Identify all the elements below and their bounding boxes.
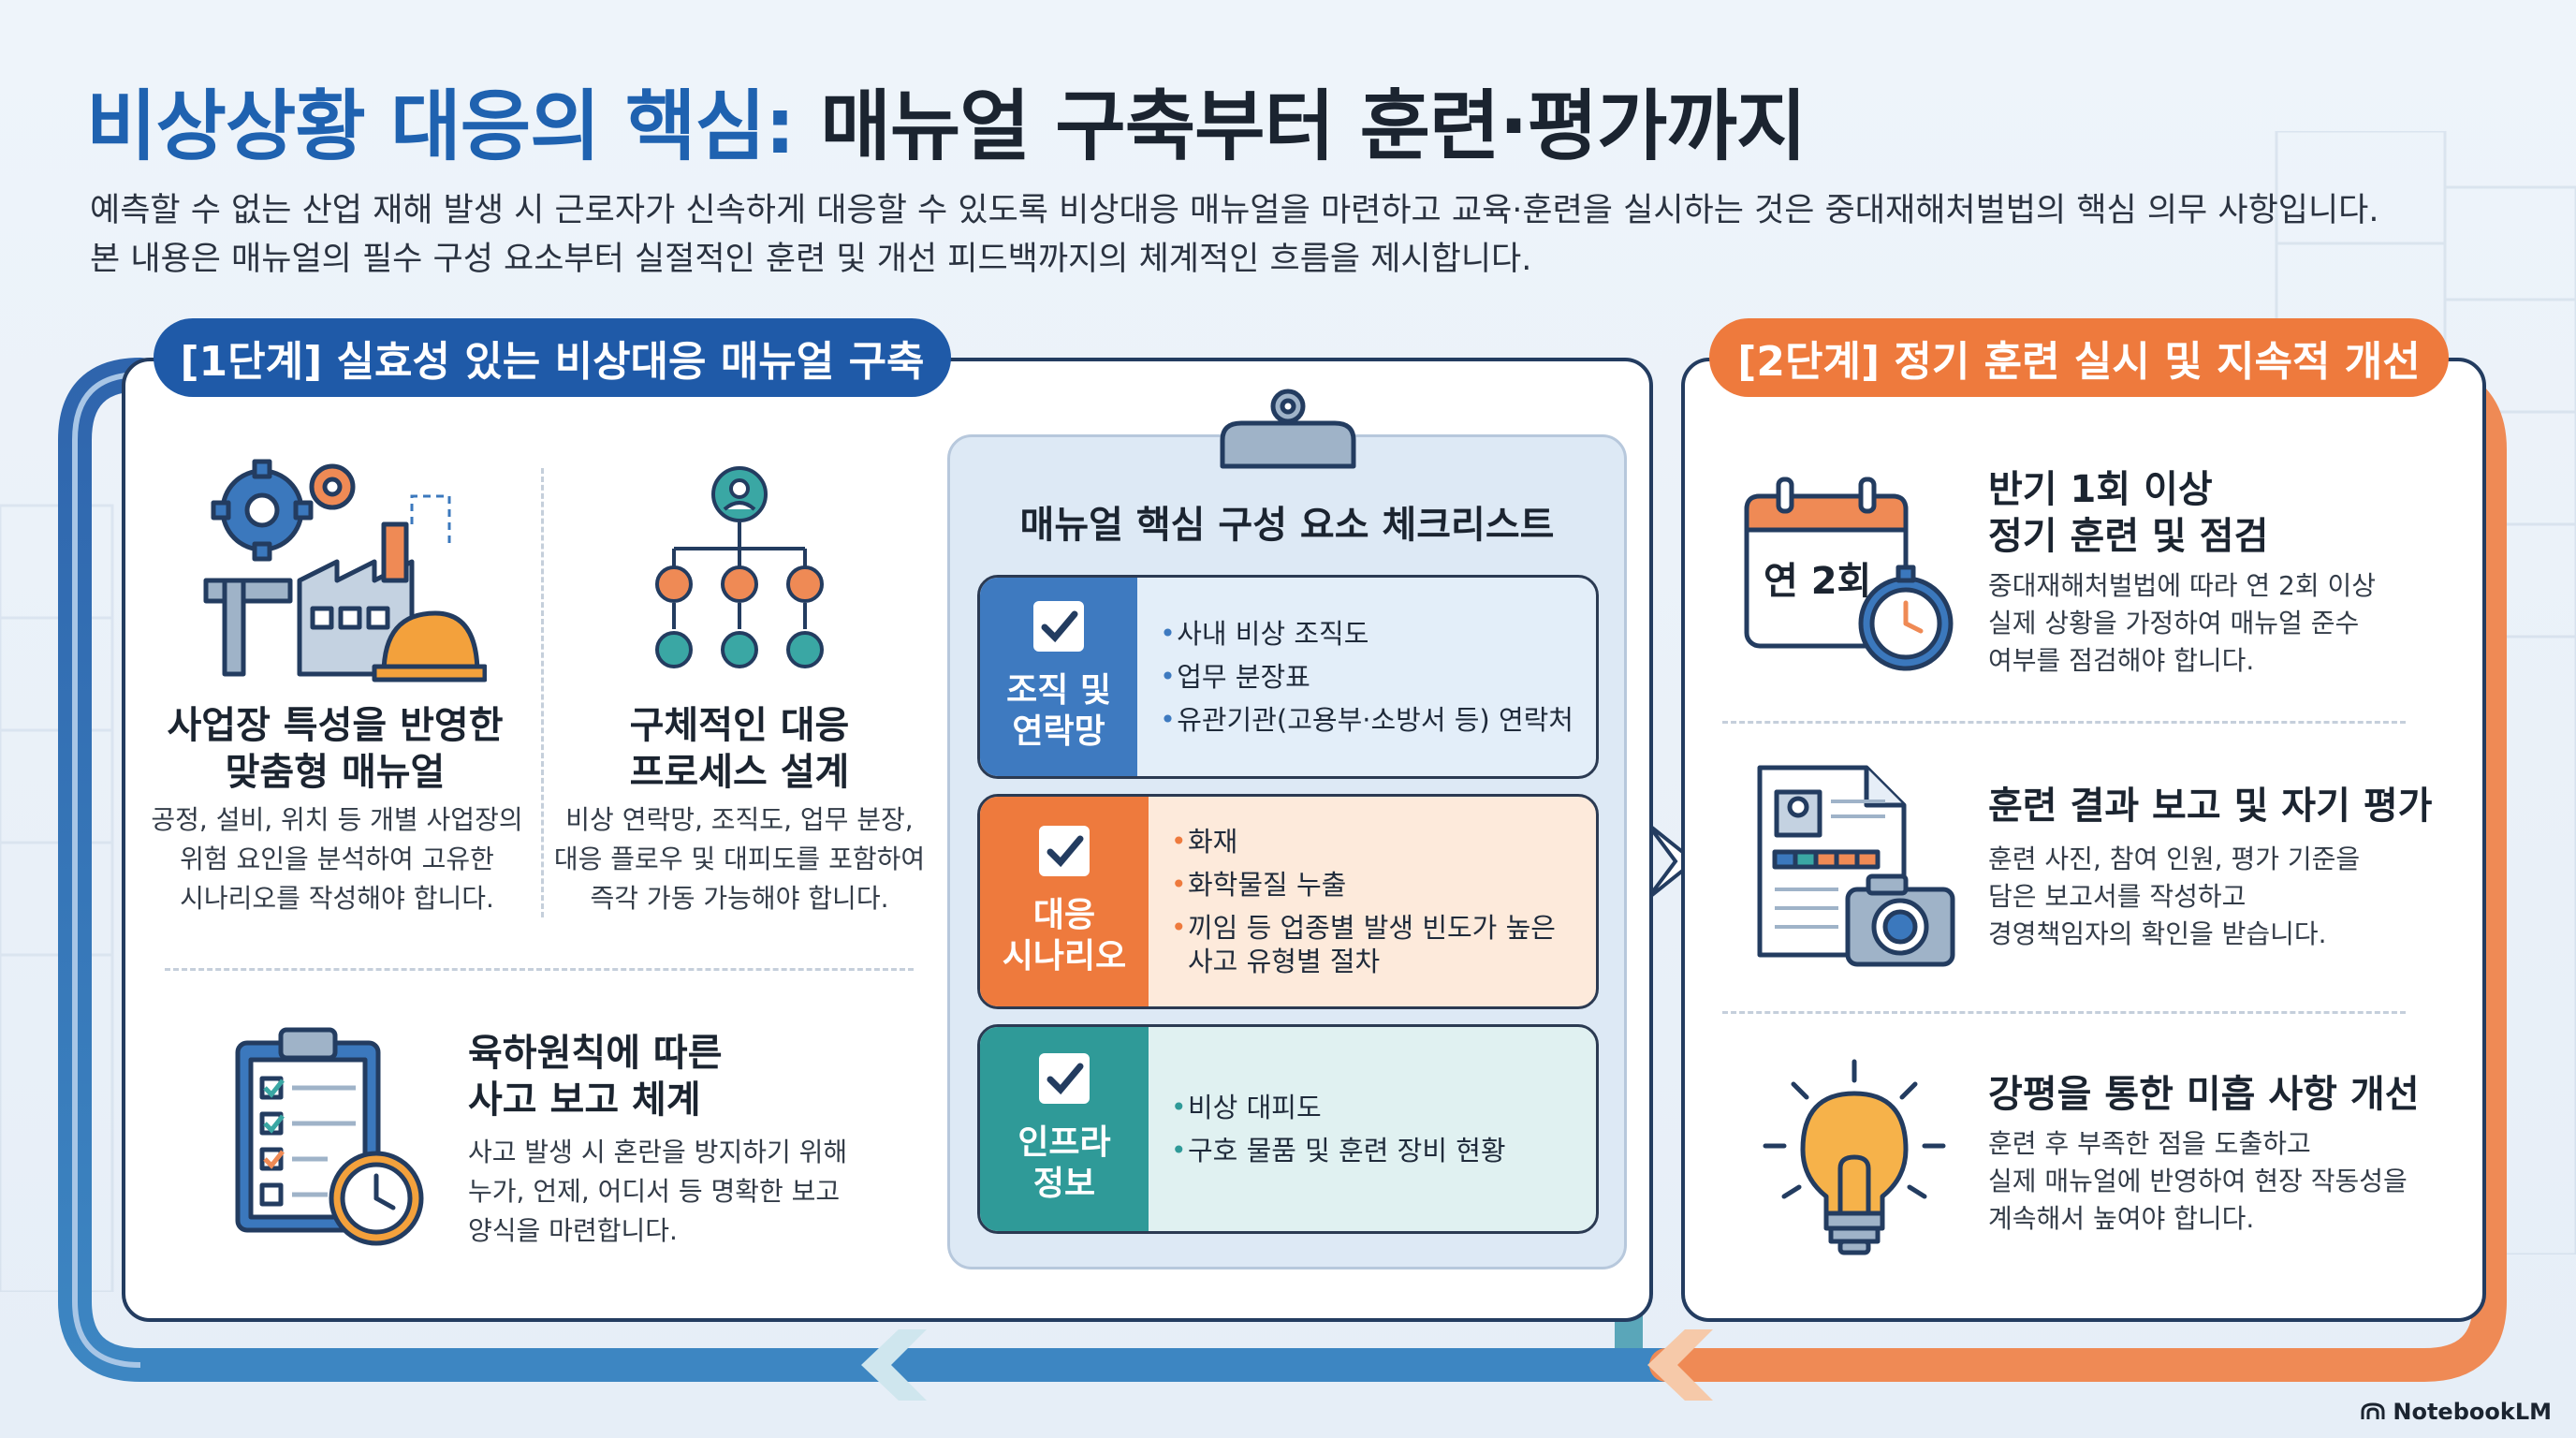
- checkbox-icon: [1039, 826, 1090, 876]
- checklist-tab-scenario: 대응 시나리오: [980, 797, 1149, 1006]
- calendar-stopwatch-icon: [1744, 477, 1954, 671]
- feature1-title-line1: 사업장 특성을 반영한: [167, 704, 504, 747]
- feature2-title: 구체적인 대응 프로세스 설계: [562, 702, 917, 796]
- lightbulb-icon: [1763, 1059, 1946, 1255]
- feature1-title-line2: 맞춤형 매뉴얼: [225, 751, 446, 794]
- feature3-desc-line2: 누가, 언제, 어디서 등 명확한 보고: [468, 1176, 841, 1207]
- item-text: 화학물질 누출: [1188, 869, 1347, 901]
- tab-line1: 조직 및: [1006, 671, 1112, 710]
- checklist-row-scenario: 대응 시나리오 •화재 •화학물질 누출 •끼임 등 업종별 발생 빈도가 높은…: [977, 794, 1599, 1009]
- item-text: 비상 대피도: [1188, 1092, 1322, 1123]
- stage2-item2-desc: 훈련 사진, 참여 인원, 평가 기준을 담은 보고서를 작성하고 경영책임자의…: [1988, 841, 2360, 953]
- stage2-divider-1: [1722, 721, 2406, 724]
- stage2-item3-desc-line3: 계속해서 높여야 합니다.: [1988, 1203, 2255, 1234]
- feature3-desc: 사고 발생 시 혼란을 방지하기 위해 누가, 언제, 어디서 등 명확한 보고…: [468, 1133, 847, 1251]
- stage2-item2-title-line1: 훈련 결과 보고 및 자기 평가: [1988, 785, 2433, 828]
- stage2-item3-desc: 훈련 후 부족한 점을 도출하고 실제 매뉴얼에 반영하여 현장 작동성을 계속…: [1988, 1125, 2408, 1238]
- checklist-items: •비상 대피도 •구호 물품 및 훈련 장비 현황: [1149, 1027, 1596, 1231]
- checklist-item: •화학물질 누출: [1171, 869, 1347, 901]
- feature1-title: 사업장 특성을 반영한 맞춤형 매뉴얼: [157, 702, 513, 796]
- divider-vertical: [541, 468, 544, 917]
- item-text: 끼임 등 업종별 발생 빈도가 높은: [1188, 912, 1556, 944]
- title-part-2: 매뉴얼 구축부터 훈련·평가까지: [794, 82, 1807, 171]
- checklist-row-infrastructure: 인프라 정보 •비상 대피도 •구호 물품 및 훈련 장비 현황: [977, 1024, 1599, 1234]
- item-text: 구호 물품 및 훈련 장비 현황: [1188, 1135, 1506, 1167]
- calendar-text: 연 2회: [1764, 560, 1872, 603]
- org-chart-icon: [655, 466, 824, 668]
- stage2-item1-title-line1: 반기 1회 이상: [1988, 468, 2213, 511]
- page-title: 비상상황 대응의 핵심: 매뉴얼 구축부터 훈련·평가까지: [86, 64, 1807, 175]
- tab-line1: 대응: [1032, 896, 1096, 934]
- checklist-item: •업무 분장표: [1160, 661, 1310, 693]
- feature3-title-line2: 사고 보고 체계: [468, 1078, 701, 1122]
- stage2-item3-desc-line2: 실제 매뉴얼에 반영하여 현장 작동성을: [1988, 1166, 2408, 1196]
- checklist-items: •사내 비상 조직도 •업무 분장표 •유관기관(고용부·소방서 등) 연락처: [1137, 578, 1596, 776]
- stage2-item3-title: 강평을 통한 미흡 사항 개선: [1988, 1071, 2420, 1118]
- feature2-desc: 비상 연락망, 조직도, 업무 분장, 대응 플로우 및 대피도를 포함하여 즉…: [543, 800, 936, 918]
- background-buildings-left: [0, 504, 114, 1292]
- feature1-desc: 공정, 설비, 위치 등 개별 사업장의 위험 요인을 분석하여 고유한 시나리…: [140, 800, 534, 918]
- stage2-item3-title-line1: 강평을 통한 미흡 사항 개선: [1988, 1073, 2420, 1116]
- stage2-item1-desc: 중대재해처벌법에 따라 연 2회 이상 실제 상황을 가정하여 매뉴얼 준수 여…: [1988, 567, 2376, 680]
- title-part-1: 비상상황 대응의 핵심:: [86, 82, 796, 171]
- checklist-item: •구호 물품 및 훈련 장비 현황: [1171, 1135, 1506, 1167]
- tab-line2: 연락망: [1012, 712, 1105, 751]
- feature2-desc-line2: 대응 플로우 및 대피도를 포함하여: [553, 844, 926, 874]
- stage2-label: [2단계] 정기 훈련 실시 및 지속적 개선: [1709, 318, 2449, 397]
- stage2-item2-desc-line3: 경영책임자의 확인을 받습니다.: [1988, 918, 2327, 949]
- feature3-desc-line1: 사고 발생 시 혼란을 방지하기 위해: [468, 1137, 848, 1167]
- tab-line2: 시나리오: [1002, 937, 1127, 976]
- item-text: 업무 분장표: [1177, 661, 1310, 693]
- checklist-title: 매뉴얼 핵심 구성 요소 체크리스트: [1019, 504, 1555, 547]
- stage1-label: [1단계] 실효성 있는 비상대응 매뉴얼 구축: [154, 318, 951, 397]
- checklist-item: •사내 비상 조직도: [1160, 618, 1369, 650]
- stage2-item1-desc-line2: 실제 상황을 가정하여 매뉴얼 준수: [1988, 608, 2360, 638]
- tab-line2: 정보: [1032, 1165, 1096, 1203]
- feature3-title-line1: 육하원칙에 따른: [468, 1032, 723, 1075]
- intro-line-1: 예측할 수 없는 산업 재해 발생 시 근로자가 신속하게 대응할 수 있도록 …: [90, 192, 2379, 229]
- stage2-item1-desc-line3: 여부를 점검해야 합니다.: [1988, 645, 2255, 676]
- checklist-item: •유관기관(고용부·소방서 등) 연락처: [1160, 704, 1573, 736]
- feature3-desc-line3: 양식을 마련합니다.: [468, 1215, 678, 1246]
- stage2-item1-desc-line1: 중대재해처벌법에 따라 연 2회 이상: [1988, 570, 2377, 601]
- checklist-item: •화재: [1171, 826, 1238, 858]
- feature1-desc-line1: 공정, 설비, 위치 등 개별 사업장의: [151, 804, 523, 835]
- stage2-divider-2: [1722, 1011, 2406, 1014]
- checklist-item: •비상 대피도: [1171, 1092, 1322, 1123]
- feature2-desc-line1: 비상 연락망, 조직도, 업무 분장,: [565, 804, 914, 835]
- divider-horizontal: [165, 968, 914, 971]
- brand-text: NotebookLM: [2393, 1399, 2552, 1425]
- stage2-item2-desc-line2: 담은 보고서를 작성하고: [1988, 881, 2247, 912]
- feature3-title: 육하원칙에 따른 사고 보고 체계: [468, 1030, 723, 1123]
- item-text: 사내 비상 조직도: [1177, 618, 1369, 650]
- stage2-item2-title: 훈련 결과 보고 및 자기 평가: [1988, 783, 2432, 829]
- stage2-item2-desc-line1: 훈련 사진, 참여 인원, 평가 기준을: [1988, 844, 2361, 874]
- feature2-title-line1: 구체적인 대응: [629, 704, 850, 747]
- feature2-title-line2: 프로세스 설계: [629, 751, 850, 794]
- tab-line1: 인프라: [1017, 1123, 1111, 1162]
- feature2-desc-line3: 즉각 가동 가능해야 합니다.: [590, 883, 889, 914]
- feature1-desc-line2: 위험 요인을 분석하여 고유한: [180, 844, 494, 874]
- stage2-item3-desc-line1: 훈련 후 부족한 점을 도출하고: [1988, 1128, 2311, 1159]
- notebooklm-logo-icon: [2361, 1402, 2385, 1419]
- stage2-item1-title: 반기 1회 이상 정기 훈련 및 점검: [1988, 466, 2268, 560]
- checklist-tab-infrastructure: 인프라 정보: [980, 1027, 1149, 1231]
- checklist-row-organization: 조직 및 연락망 •사내 비상 조직도 •업무 분장표 •유관기관(고용부·소방…: [977, 575, 1599, 779]
- item-text: 유관기관(고용부·소방서 등) 연락처: [1177, 704, 1573, 736]
- item-text-continued: 사고 유형별 절차: [1188, 946, 1381, 977]
- brand-watermark: NotebookLM: [2361, 1399, 2552, 1425]
- stage2-item1-title-line2: 정기 훈련 및 점검: [1988, 515, 2269, 558]
- clipboard-clock-icon: [235, 1027, 424, 1246]
- checkbox-icon: [1033, 601, 1085, 652]
- item-text: 화재: [1188, 826, 1238, 858]
- clipboard-clip-icon: [1220, 389, 1356, 469]
- feature1-desc-line3: 시나리오를 작성해야 합니다.: [180, 883, 494, 914]
- intro-line-2: 본 내용은 매뉴얼의 필수 구성 요소부터 실절적인 훈련 및 개선 피드백까지…: [90, 241, 1532, 278]
- report-camera-icon: [1757, 765, 1955, 967]
- checklist-tab-organization: 조직 및 연락망: [980, 578, 1138, 776]
- factory-gears-icon: [203, 459, 487, 682]
- checkbox-icon: [1039, 1053, 1090, 1104]
